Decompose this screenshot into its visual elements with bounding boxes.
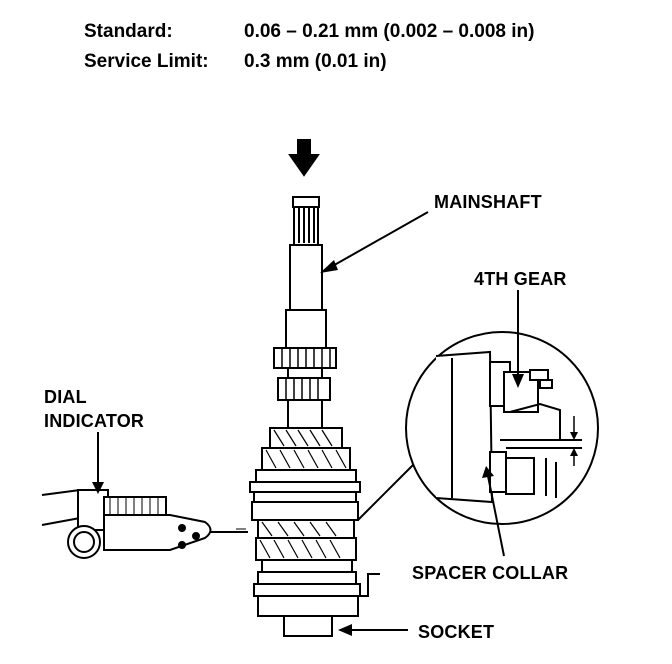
standard-label: Standard: (84, 21, 173, 42)
dial-indicator-label-line2: INDICATOR (44, 411, 145, 431)
detail-magnifier (357, 331, 599, 525)
socket-label: SOCKET (418, 622, 495, 642)
socket-arrow-icon (338, 624, 352, 636)
dial-indicator-icon (41, 489, 248, 559)
gear-stack (249, 427, 380, 637)
service-limit-value: 0.3 mm (0.01 in) (244, 51, 387, 72)
dial-arrow-icon (92, 482, 104, 494)
dial-indicator-label-line1: DIAL (44, 387, 87, 407)
force-arrow-icon (288, 139, 320, 177)
spacer-collar-label: SPACER COLLAR (412, 563, 569, 583)
fourth-gear-label: 4TH GEAR (474, 269, 567, 289)
mainshaft-arrow-icon (320, 260, 338, 273)
standard-value: 0.06 – 0.21 mm (0.002 – 0.008 in) (244, 21, 535, 42)
mainshaft (273, 196, 337, 429)
collar-arrow-icon (482, 466, 494, 478)
leader-lines (97, 211, 519, 631)
mainshaft-label: MAINSHAFT (434, 192, 542, 212)
service-limit-label: Service Limit: (84, 51, 209, 72)
gear-arrow-icon (512, 374, 524, 388)
